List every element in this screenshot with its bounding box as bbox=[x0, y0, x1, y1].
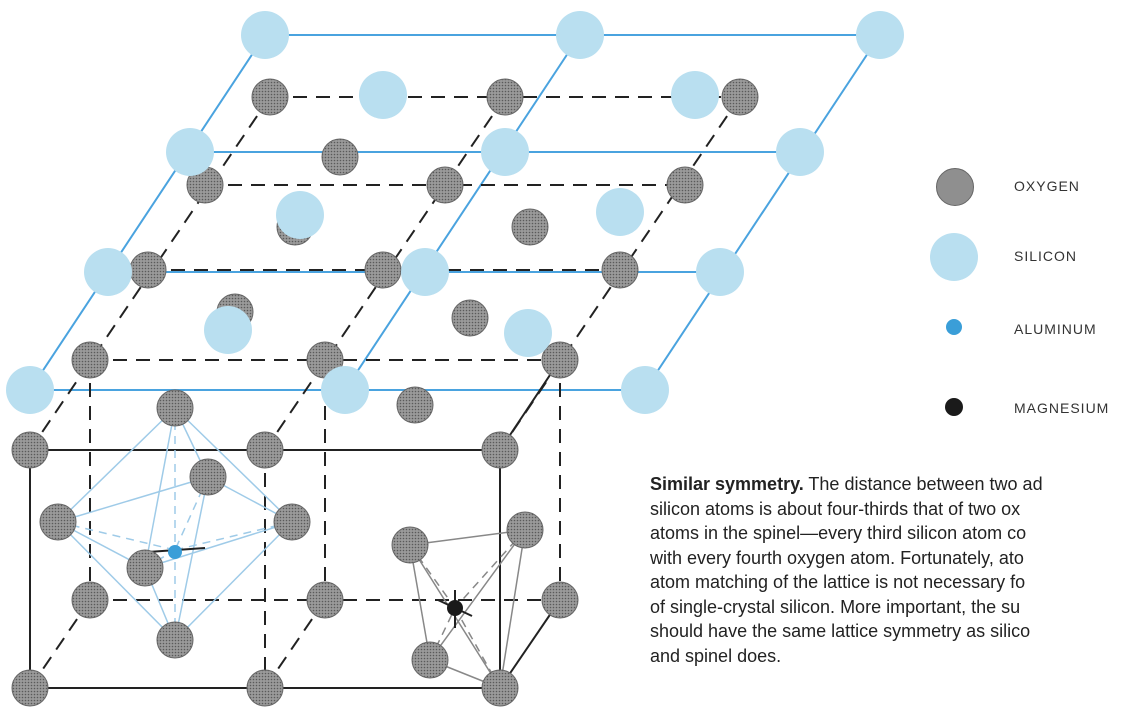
oxygen-atom bbox=[71, 581, 109, 619]
oxygen-atom bbox=[511, 208, 549, 246]
silicon-atom bbox=[166, 128, 214, 176]
tetrahedral-edge bbox=[409, 529, 526, 546]
tetrahedral-edge bbox=[409, 544, 431, 661]
silicon-atom bbox=[696, 248, 744, 296]
oxygen-atom bbox=[126, 549, 164, 587]
oxygen-atom bbox=[251, 78, 289, 116]
silicon-atom-icon bbox=[930, 233, 978, 281]
spinel-bond bbox=[264, 599, 326, 689]
silicon-bond bbox=[29, 34, 266, 391]
caption-line-7: should have the same lattice symmetry as… bbox=[650, 621, 1031, 641]
oxygen-atom bbox=[189, 458, 227, 496]
silicon-atom bbox=[84, 248, 132, 296]
octahedral-edge bbox=[144, 407, 176, 569]
silicon-atom bbox=[556, 11, 604, 59]
tetrahedral-edge bbox=[499, 529, 526, 689]
caption-title: Similar symmetry. bbox=[650, 474, 804, 494]
atoms bbox=[6, 11, 904, 707]
silicon-bond bbox=[344, 34, 581, 391]
oxygen-atom bbox=[364, 251, 402, 289]
aluminum-atom-icon bbox=[946, 319, 962, 335]
oxygen-atom bbox=[129, 251, 167, 289]
silicon-atom bbox=[276, 191, 324, 239]
silicon-bond bbox=[644, 34, 881, 391]
oxygen-atom bbox=[11, 669, 49, 707]
oxygen-atom bbox=[321, 138, 359, 176]
silicon-atom bbox=[856, 11, 904, 59]
oxygen-atom bbox=[71, 341, 109, 379]
caption-line-3: atoms in the spinel—every third silicon … bbox=[650, 523, 1027, 543]
octahedral-edge bbox=[174, 476, 209, 641]
tetrahedral-bond bbox=[429, 607, 456, 661]
oxygen-atom bbox=[601, 251, 639, 289]
silicon-atom bbox=[776, 128, 824, 176]
octahedral-edge bbox=[57, 476, 209, 523]
silicon-atom bbox=[481, 128, 529, 176]
octahedral-edge bbox=[174, 407, 293, 523]
silicon-atom bbox=[321, 366, 369, 414]
oxygen-atom bbox=[39, 503, 77, 541]
oxygen-atom-icon bbox=[936, 168, 974, 206]
oxygen-atom bbox=[411, 641, 449, 679]
silicon-atom bbox=[504, 309, 552, 357]
oxygen-atom bbox=[246, 669, 284, 707]
silicon-atom bbox=[204, 306, 252, 354]
octahedral-edge bbox=[174, 521, 293, 641]
oxygen-atom bbox=[396, 386, 434, 424]
caption-line-2: silicon atoms is about four-thirds that … bbox=[650, 498, 1021, 519]
silicon-atom bbox=[401, 248, 449, 296]
silicon-atom bbox=[359, 71, 407, 119]
oxygen-atom bbox=[273, 503, 311, 541]
spinel-bond bbox=[29, 599, 91, 689]
oxygen-atom bbox=[506, 511, 544, 549]
magnesium-atom-icon bbox=[945, 398, 963, 416]
caption-line-4: with every fourth oxygen atom. Fortunate… bbox=[650, 547, 1024, 568]
caption-line-1-text: The distance between two ad bbox=[803, 474, 1043, 494]
octahedral-edge bbox=[57, 521, 176, 641]
oxygen-atom bbox=[156, 389, 194, 427]
tetrahedral-edge bbox=[429, 529, 526, 661]
legend: OXYGEN SILICON ALUMINUM MAGNESIUM bbox=[930, 0, 1133, 440]
oxygen-atom bbox=[306, 581, 344, 619]
oxygen-atom bbox=[426, 166, 464, 204]
legend-label-aluminum: ALUMINUM bbox=[1014, 321, 1097, 337]
oxygen-atom bbox=[246, 431, 284, 469]
silicon-atom bbox=[671, 71, 719, 119]
spinel-silicon-lattice-diagram bbox=[6, 11, 904, 707]
octahedral-edge bbox=[57, 407, 176, 523]
silicon-atom bbox=[621, 366, 669, 414]
oxygen-atom bbox=[481, 669, 519, 707]
octahedral-bond bbox=[57, 521, 176, 551]
caption-line-6: of single-crystal silicon. More importan… bbox=[650, 596, 1021, 617]
legend-item-magnesium: MAGNESIUM bbox=[944, 398, 1108, 416]
legend-label-silicon: SILICON bbox=[1014, 248, 1078, 264]
octahedral-edge bbox=[144, 521, 293, 569]
oxygen-atom bbox=[721, 78, 759, 116]
caption-line-5: atom matching of the lattice is not nece… bbox=[650, 572, 1026, 592]
aluminum-atom bbox=[168, 545, 182, 559]
oxygen-atom bbox=[451, 299, 489, 337]
oxygen-atom bbox=[486, 78, 524, 116]
legend-label-oxygen: OXYGEN bbox=[1014, 178, 1080, 194]
caption-line-1: Similar symmetry. The distance between t… bbox=[650, 472, 1133, 497]
caption-line-8: and spinel does. bbox=[650, 645, 782, 666]
legend-label-magnesium: MAGNESIUM bbox=[1014, 400, 1110, 416]
silicon-atom bbox=[6, 366, 54, 414]
silicon-atom bbox=[596, 188, 644, 236]
oxygen-atom bbox=[11, 431, 49, 469]
silicon-atom bbox=[241, 11, 289, 59]
oxygen-atom bbox=[541, 341, 579, 379]
figure-caption: Similar symmetry. The distance between t… bbox=[650, 472, 1133, 707]
oxygen-atom bbox=[481, 431, 519, 469]
magnesium-atom bbox=[447, 600, 463, 616]
oxygen-atom bbox=[666, 166, 704, 204]
legend-item-oxygen: OXYGEN bbox=[936, 168, 1079, 206]
legend-item-aluminum: ALUMINUM bbox=[944, 319, 1096, 337]
legend-item-silicon: SILICON bbox=[930, 233, 1076, 281]
oxygen-atom bbox=[156, 621, 194, 659]
oxygen-atom bbox=[391, 526, 429, 564]
oxygen-atom bbox=[541, 581, 579, 619]
